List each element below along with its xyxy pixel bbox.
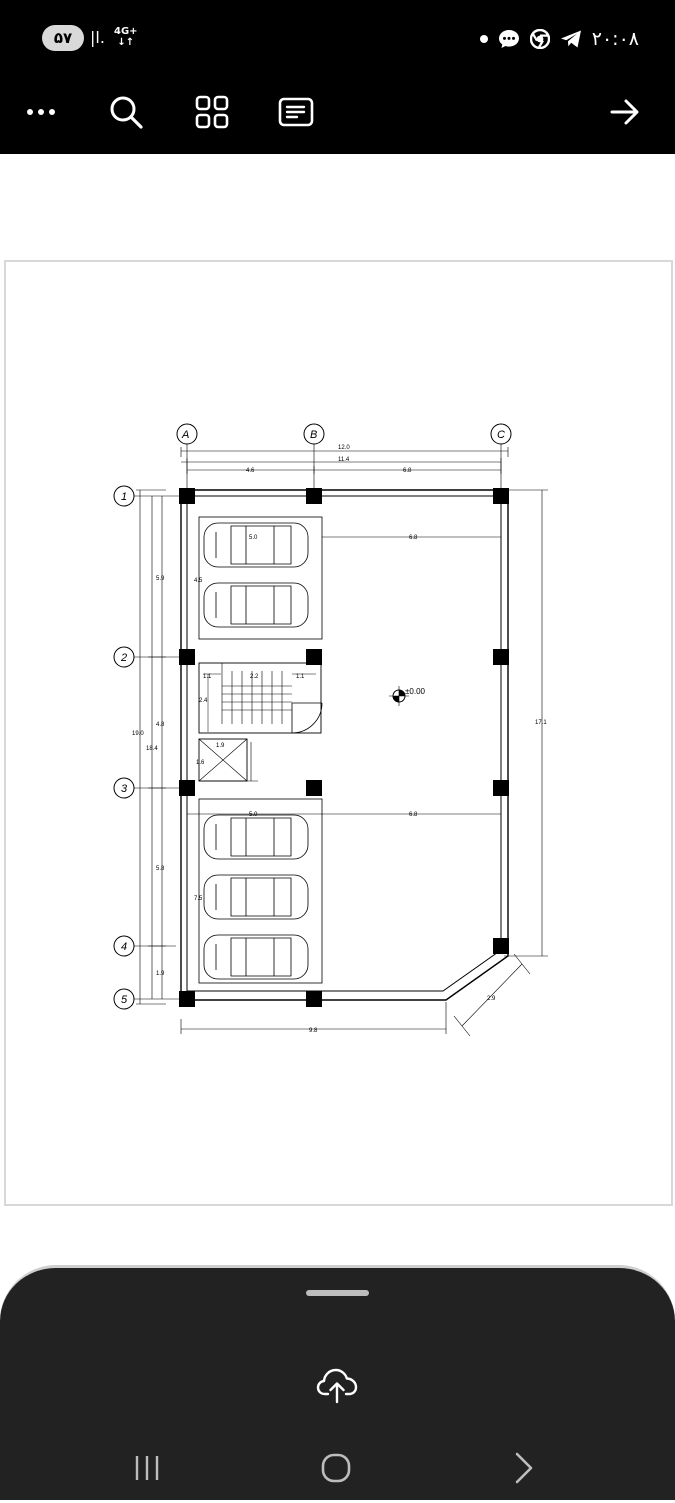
telegram-icon bbox=[560, 30, 581, 48]
search-button[interactable] bbox=[99, 84, 153, 140]
car-5 bbox=[203, 934, 309, 980]
dim-left-total-outer: 19.0 bbox=[132, 731, 144, 737]
dim-chamfer: 2.9 bbox=[487, 996, 496, 1002]
dim-top-total: 12.0 bbox=[338, 445, 350, 451]
axis-label-b: B bbox=[310, 429, 317, 441]
system-nav-bar bbox=[0, 1438, 675, 1503]
dim-bottom: 9.8 bbox=[309, 1028, 318, 1034]
parking-bottom-width: 5.0 bbox=[249, 812, 258, 818]
home-icon bbox=[321, 1453, 351, 1483]
document-page[interactable]: A B C 1 2 3 4 5 12.0 11.4 4.6 6.8 19.0 1… bbox=[4, 260, 673, 1206]
network-type: 4G+ ↓↑ bbox=[114, 26, 138, 48]
document-canvas[interactable]: A B C 1 2 3 4 5 12.0 11.4 4.6 6.8 19.0 1… bbox=[0, 154, 675, 1264]
upload-button[interactable] bbox=[316, 1366, 358, 1404]
car-1 bbox=[203, 522, 309, 568]
bottom-sheet bbox=[0, 1265, 675, 1500]
viewer-toolbar bbox=[0, 74, 675, 154]
axis-label-a: A bbox=[181, 429, 189, 441]
parking-bottom-right: 6.8 bbox=[409, 812, 418, 818]
network-label: 4G+ bbox=[114, 26, 138, 37]
cloud-upload-icon bbox=[316, 1368, 358, 1404]
stair-mid: 2.2 bbox=[250, 674, 259, 680]
dim-left-seg2: 4.8 bbox=[156, 722, 165, 728]
dim-left-seg1: 5.9 bbox=[156, 576, 165, 582]
clock: ۲۰:۰۸ bbox=[591, 28, 639, 50]
dim-right-total: 17.1 bbox=[535, 720, 547, 726]
messaging-icon bbox=[498, 30, 519, 48]
recents-button[interactable] bbox=[117, 1438, 177, 1498]
elevator-width: 1.9 bbox=[216, 743, 225, 749]
parking-top-width: 5.0 bbox=[249, 535, 258, 541]
home-button[interactable] bbox=[306, 1438, 366, 1498]
status-right: ۲۰:۰۸ bbox=[479, 24, 639, 54]
text-view-button[interactable] bbox=[269, 84, 323, 140]
car-4 bbox=[203, 874, 309, 920]
status-bar: ۵۷ |l. 4G+ ↓↑ ۲۰:۰۸ bbox=[0, 0, 675, 74]
dim-top-right: 6.8 bbox=[403, 468, 412, 474]
elevator-height: 1.6 bbox=[196, 760, 205, 766]
arrow-right-icon bbox=[610, 99, 639, 125]
dim-left-seg4: 1.9 bbox=[156, 971, 165, 977]
level-marker bbox=[389, 686, 409, 706]
level-label: ±0.00 bbox=[405, 687, 426, 696]
next-button[interactable] bbox=[598, 84, 652, 140]
more-button[interactable] bbox=[14, 84, 68, 140]
axis-label-4: 4 bbox=[121, 941, 127, 953]
axis-label-2: 2 bbox=[120, 652, 127, 664]
floor-plan-drawing: A B C 1 2 3 4 5 12.0 11.4 4.6 6.8 19.0 1… bbox=[113, 423, 548, 1037]
parking-top-right: 6.8 bbox=[409, 535, 418, 541]
axis-label-3: 3 bbox=[121, 783, 128, 795]
sheet-drag-handle[interactable] bbox=[306, 1290, 369, 1296]
stair-height: 2.4 bbox=[199, 698, 208, 704]
text-view-icon bbox=[278, 97, 314, 127]
signal-strength: |l. bbox=[90, 28, 105, 47]
grid-view-button[interactable] bbox=[185, 84, 239, 140]
back-chevron-icon bbox=[515, 1452, 533, 1484]
dim-top-left: 4.6 bbox=[246, 468, 255, 474]
battery-indicator: ۵۷ bbox=[42, 25, 84, 51]
stair-left: 1.1 bbox=[203, 674, 212, 680]
network-arrows: ↓↑ bbox=[117, 37, 135, 48]
back-button[interactable] bbox=[494, 1438, 554, 1498]
axis-label-c: C bbox=[497, 429, 505, 441]
grid-view-icon bbox=[195, 95, 229, 129]
dim-left-total-inner: 18.4 bbox=[146, 746, 158, 752]
chrome-icon bbox=[529, 29, 550, 49]
car-3 bbox=[203, 814, 309, 860]
car-2 bbox=[203, 582, 309, 628]
search-icon bbox=[110, 96, 143, 129]
axis-label-5: 5 bbox=[121, 994, 128, 1006]
parking-top-height: 4.5 bbox=[194, 578, 203, 584]
dim-left-seg3: 5.8 bbox=[156, 866, 165, 872]
recents-icon bbox=[135, 1456, 159, 1480]
dim-top-inner: 11.4 bbox=[338, 457, 350, 463]
parking-bottom-height: 7.5 bbox=[194, 896, 203, 902]
notification-dot-icon bbox=[479, 35, 488, 43]
axis-label-1: 1 bbox=[121, 491, 127, 503]
stair-right: 1.1 bbox=[296, 674, 305, 680]
more-horizontal-icon bbox=[27, 109, 55, 115]
